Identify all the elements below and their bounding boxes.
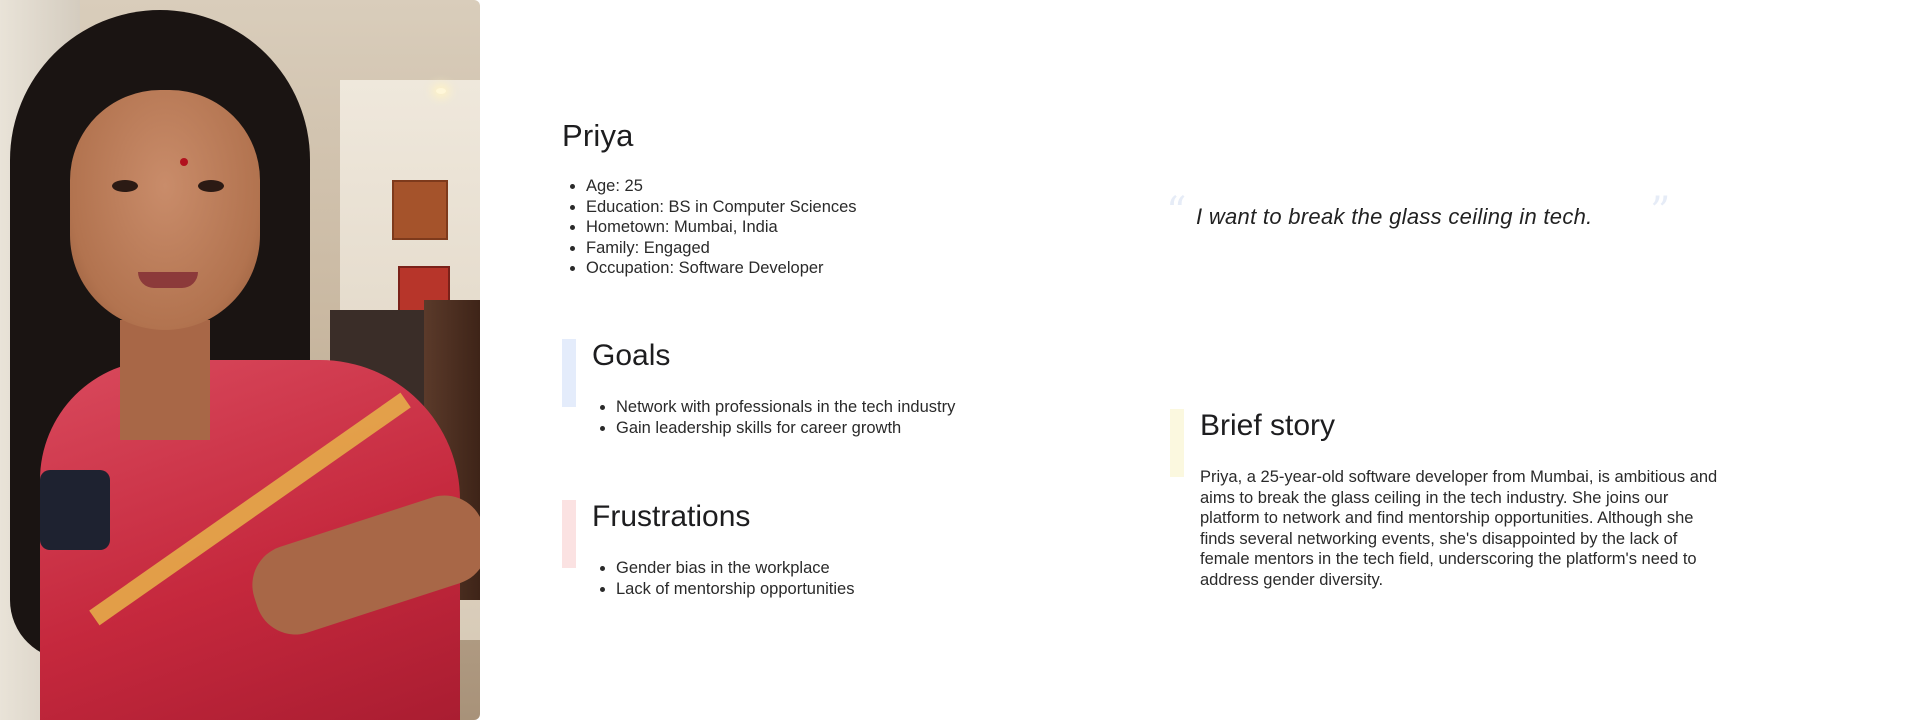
goal-item: Gain leadership skills for career growth bbox=[616, 418, 955, 439]
frustrations-list: Gender bias in the workplace Lack of men… bbox=[598, 558, 854, 599]
detail-occupation: Occupation: Software Developer bbox=[586, 258, 857, 279]
photo-smile bbox=[138, 272, 198, 288]
frustration-item: Lack of mentorship opportunities bbox=[616, 579, 854, 600]
goals-list: Network with professionals in the tech i… bbox=[598, 397, 955, 438]
persona-name: Priya bbox=[562, 118, 634, 153]
story-title: Brief story bbox=[1200, 409, 1336, 442]
frustrations-accent-bar bbox=[562, 500, 576, 568]
story-text: Priya, a 25-year-old software developer … bbox=[1200, 468, 1718, 589]
goals-section: Goals Network with professionals in the … bbox=[562, 339, 1042, 459]
detail-age: Age: 25 bbox=[586, 176, 857, 197]
photo-bindi bbox=[180, 158, 188, 166]
brief-story-section: Brief story Priya, a 25-year-old softwar… bbox=[1170, 409, 1730, 609]
photo-wall-art bbox=[392, 180, 448, 240]
goal-item: Network with professionals in the tech i… bbox=[616, 397, 955, 418]
photo-face bbox=[70, 90, 260, 330]
open-quote-icon: “ bbox=[1166, 189, 1187, 235]
persona-photo bbox=[0, 0, 480, 720]
persona-quote: “ I want to break the glass ceiling in t… bbox=[1166, 192, 1686, 242]
goals-title: Goals bbox=[592, 339, 671, 372]
detail-hometown: Hometown: Mumbai, India bbox=[586, 217, 857, 238]
detail-family: Family: Engaged bbox=[586, 238, 857, 259]
story-accent-bar bbox=[1170, 409, 1184, 477]
photo-eye bbox=[198, 180, 224, 192]
photo-blouse bbox=[40, 470, 110, 550]
photo-ceiling-light bbox=[436, 88, 446, 94]
quote-text: I want to break the glass ceiling in tec… bbox=[1196, 204, 1593, 229]
photo-neck bbox=[120, 320, 210, 440]
detail-education: Education: BS in Computer Sciences bbox=[586, 197, 857, 218]
photo-eye bbox=[112, 180, 138, 192]
frustrations-title: Frustrations bbox=[592, 500, 751, 533]
persona-details: Age: 25 Education: BS in Computer Scienc… bbox=[568, 176, 857, 279]
goals-accent-bar bbox=[562, 339, 576, 407]
frustrations-section: Frustrations Gender bias in the workplac… bbox=[562, 500, 1042, 620]
frustration-item: Gender bias in the workplace bbox=[616, 558, 854, 579]
close-quote-icon: ” bbox=[1650, 189, 1671, 235]
